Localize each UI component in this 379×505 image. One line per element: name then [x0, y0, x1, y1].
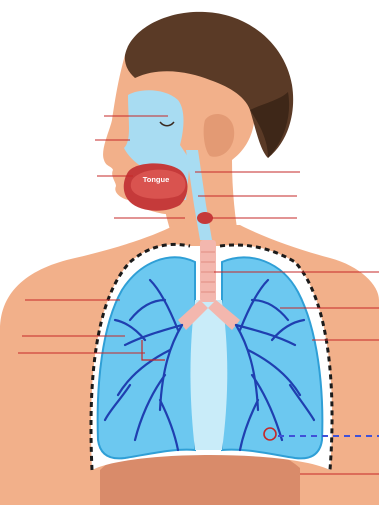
tongue-label: Tongue — [143, 175, 170, 184]
mediastinum — [190, 300, 227, 450]
larynx — [197, 212, 213, 224]
